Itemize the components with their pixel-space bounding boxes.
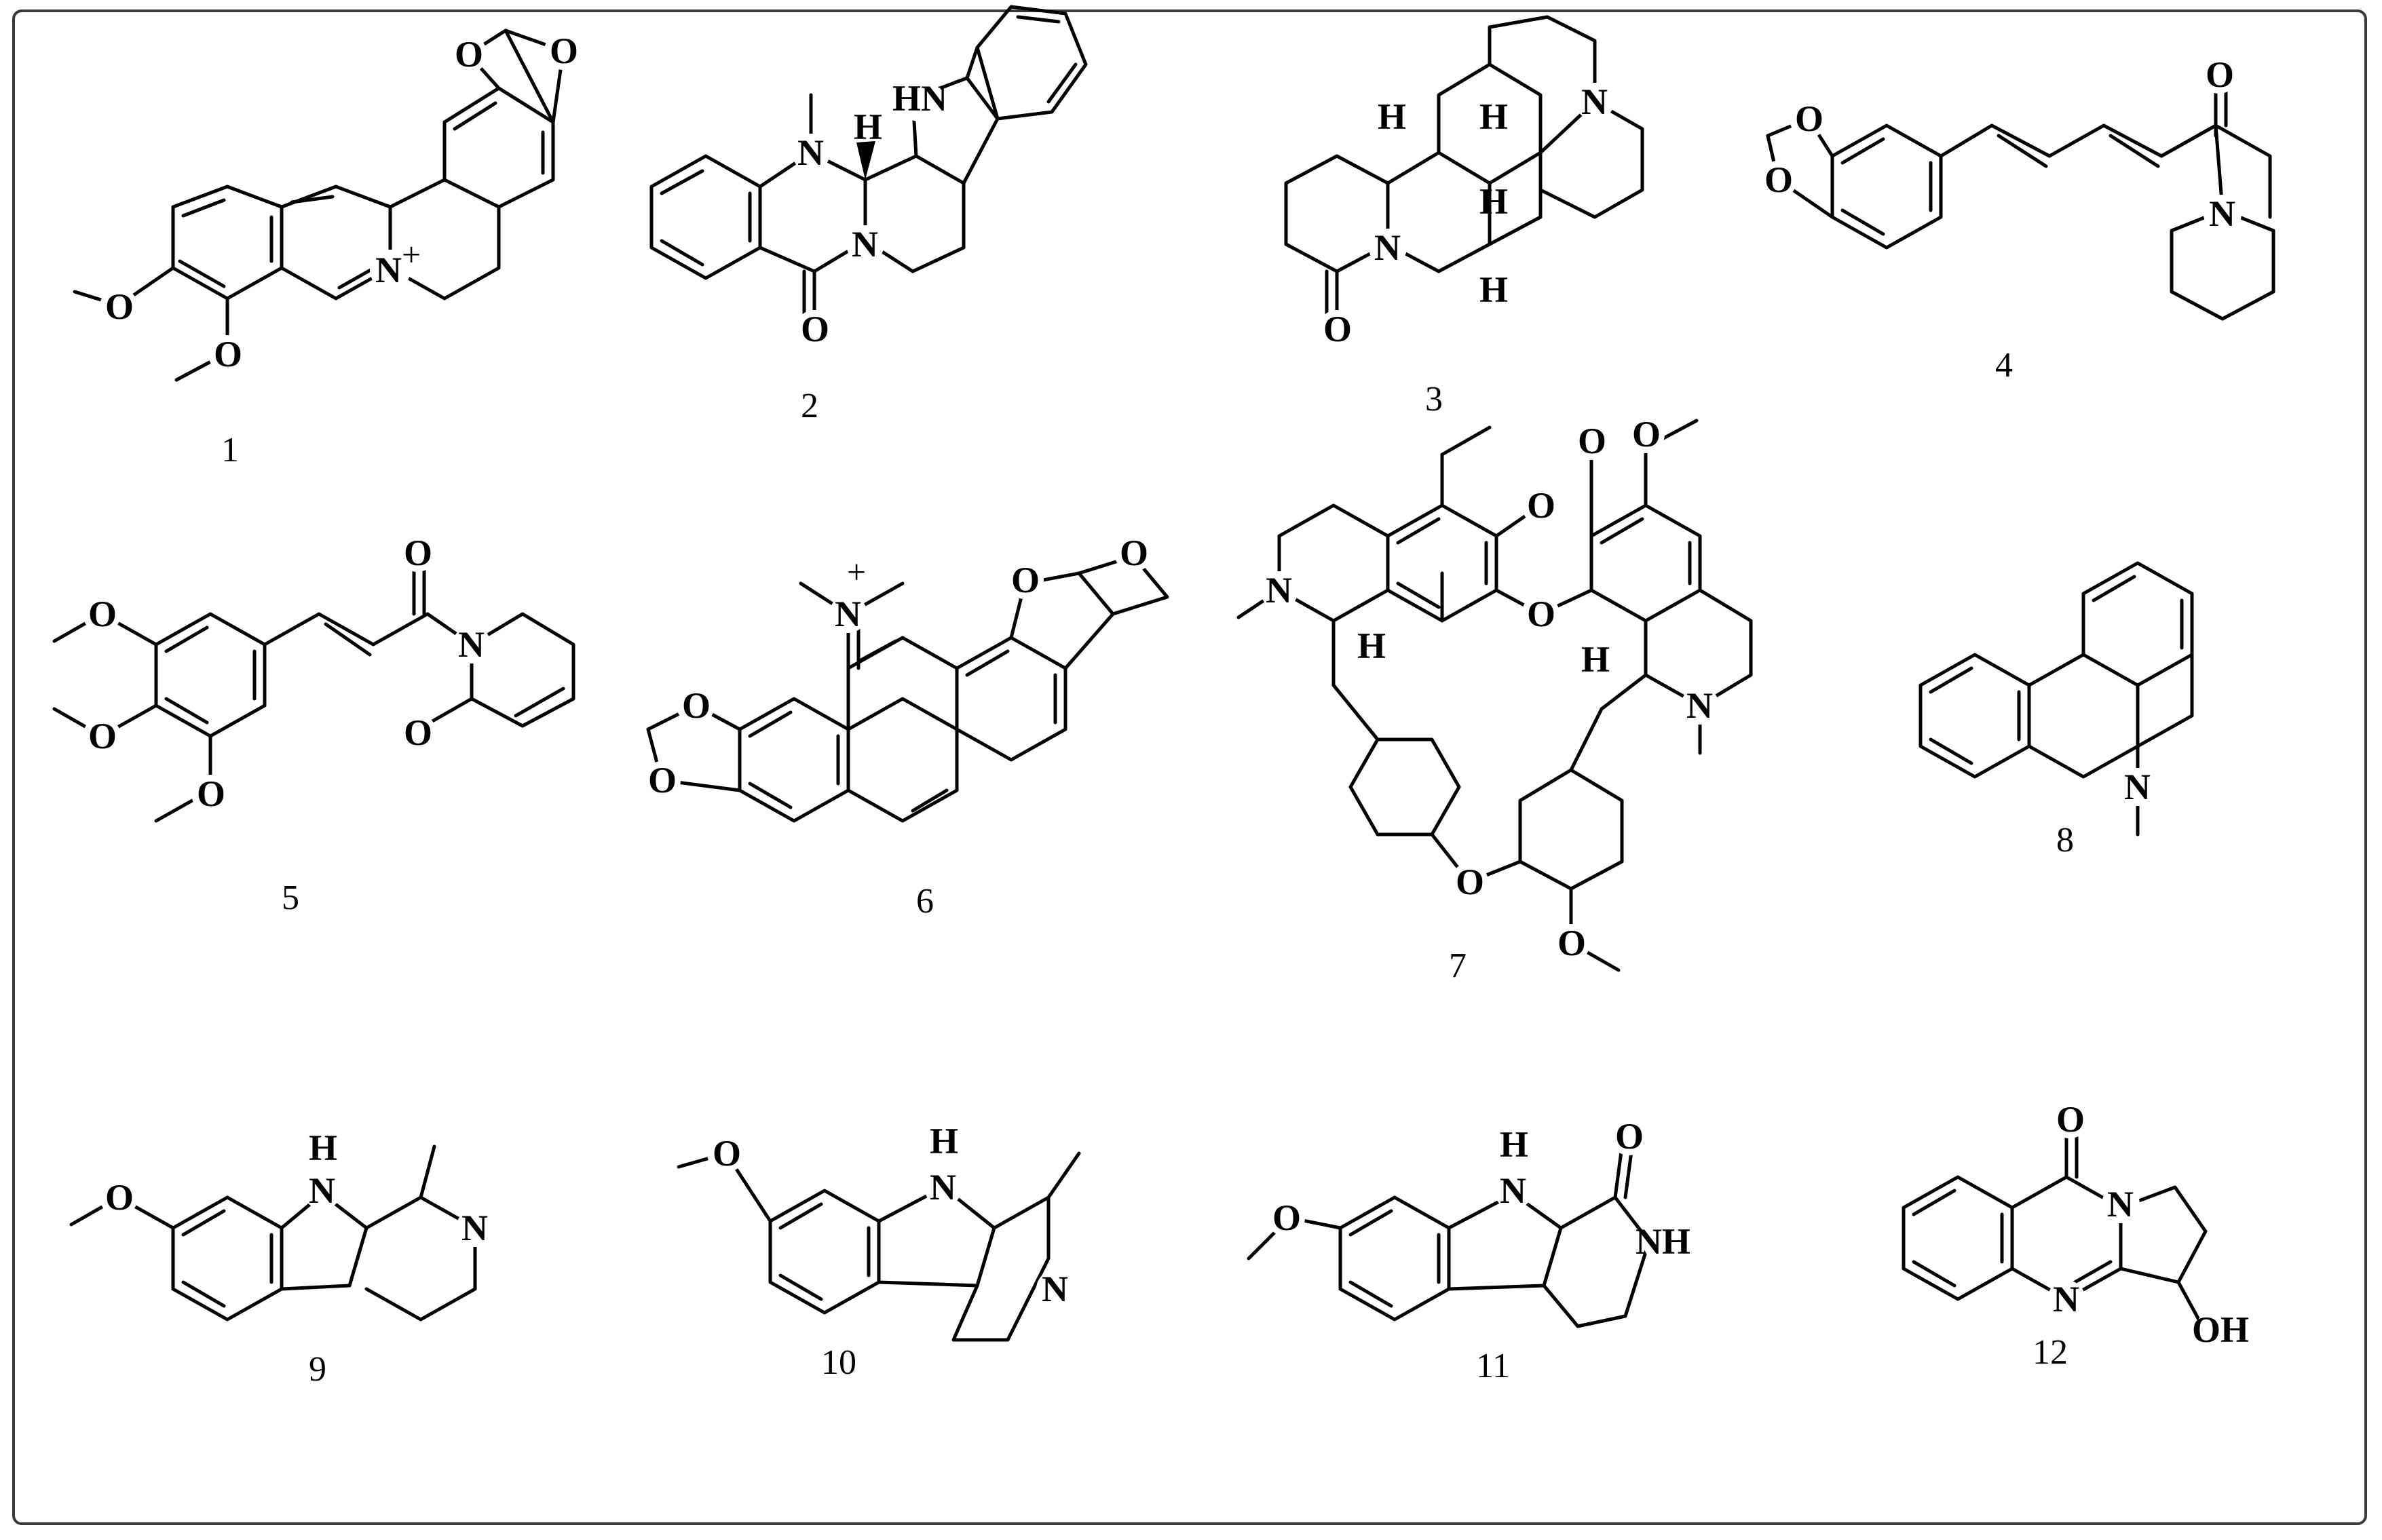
atom-o: O bbox=[1795, 98, 1823, 139]
atom-n: N bbox=[1042, 1269, 1068, 1309]
compound-7-structure: N N O O O O O O H H 7 bbox=[1236, 414, 1753, 985]
atom-o: O bbox=[1120, 533, 1148, 573]
atom-o: O bbox=[1272, 1197, 1301, 1238]
atom-h: H bbox=[1500, 1124, 1528, 1165]
atom-h: H bbox=[1357, 625, 1386, 666]
charge-plus: + bbox=[847, 553, 866, 591]
atom-o: O bbox=[105, 1177, 134, 1218]
atom-h: H bbox=[309, 1128, 337, 1168]
compound-9-structure: N H N O 9 bbox=[69, 1128, 494, 1389]
compound-number: 6 bbox=[916, 882, 934, 921]
atom-o: O bbox=[1557, 923, 1586, 963]
atom-n: N bbox=[797, 132, 824, 173]
atom-n: N bbox=[852, 224, 878, 265]
atom-o: O bbox=[713, 1133, 741, 1174]
compound-number: 5 bbox=[282, 879, 299, 917]
atom-o: O bbox=[801, 309, 829, 349]
atom-n: N bbox=[1686, 685, 1713, 726]
compound-4-structure: O O O N 4 bbox=[1759, 54, 2275, 385]
compound-number: 4 bbox=[1995, 346, 2013, 385]
atom-o: O bbox=[550, 31, 578, 71]
atom-n: N bbox=[2053, 1279, 2079, 1320]
compound-number: 3 bbox=[1425, 380, 1443, 419]
atom-o: O bbox=[455, 34, 483, 75]
compound-number: 1 bbox=[221, 431, 239, 469]
atom-o: O bbox=[1632, 414, 1661, 455]
compound-number: 7 bbox=[1449, 946, 1467, 985]
compound-number: 12 bbox=[2033, 1333, 2068, 1372]
compound-number: 10 bbox=[821, 1343, 856, 1382]
atom-h: H bbox=[1479, 96, 1508, 137]
compound-11-structure: N H NH O O 11 bbox=[1247, 1116, 1690, 1385]
atom-n: N bbox=[835, 594, 861, 634]
atom-n: N bbox=[1500, 1170, 1526, 1211]
atom-hn: HN bbox=[892, 78, 947, 119]
atom-n: N bbox=[2124, 767, 2151, 807]
compound-number: 11 bbox=[1476, 1347, 1510, 1385]
compound-10-structure: N H N O 10 bbox=[677, 1121, 1081, 1382]
compound-2-structure: N N O H HN 2 bbox=[649, 5, 1088, 425]
atom-o: O bbox=[2206, 54, 2234, 95]
atom-o: O bbox=[1527, 485, 1555, 526]
atom-n: N bbox=[458, 624, 485, 665]
atom-n: N bbox=[930, 1167, 956, 1208]
atom-o: O bbox=[88, 594, 117, 634]
atom-o: O bbox=[404, 533, 432, 573]
atom-o: O bbox=[1456, 862, 1484, 902]
charge-plus: + bbox=[402, 235, 421, 273]
atom-n: N bbox=[461, 1208, 488, 1248]
atom-n: N bbox=[375, 250, 402, 290]
atom-o: O bbox=[404, 712, 432, 753]
compound-8-structure: N 8 bbox=[1918, 561, 2194, 860]
atom-h: H bbox=[1378, 96, 1406, 137]
compound-3-structure: N N O H H H H 3 bbox=[1284, 15, 1644, 419]
compound-number: 8 bbox=[2056, 821, 2074, 860]
atom-o: O bbox=[105, 286, 134, 327]
atom-n: N bbox=[2107, 1184, 2134, 1225]
atom-o: O bbox=[1578, 421, 1606, 461]
compound-number: 9 bbox=[309, 1350, 326, 1389]
atom-nh: NH bbox=[1636, 1221, 1690, 1262]
compound-6-structure: O O O O N + 6 bbox=[643, 533, 1169, 921]
atom-o: O bbox=[1527, 594, 1555, 634]
atom-o: O bbox=[1011, 560, 1040, 600]
atom-o: O bbox=[1764, 159, 1793, 200]
compound-number: 2 bbox=[801, 387, 818, 425]
atom-n: N bbox=[1374, 227, 1401, 268]
compound-12-structure: N N O OH 12 bbox=[1902, 1099, 2249, 1372]
atom-o: O bbox=[648, 760, 677, 801]
atom-n: N bbox=[1266, 570, 1292, 611]
atom-o: O bbox=[682, 685, 711, 726]
atom-n: N bbox=[309, 1170, 335, 1211]
atom-o: O bbox=[2056, 1099, 2085, 1140]
atom-o: O bbox=[88, 716, 117, 756]
compound-5-structure: O O O O N O 5 bbox=[52, 533, 575, 917]
atom-h: H bbox=[1479, 181, 1508, 222]
atom-oh: OH bbox=[2192, 1309, 2249, 1350]
atom-o: O bbox=[214, 334, 242, 374]
atom-h: H bbox=[1581, 639, 1610, 680]
atom-h: H bbox=[930, 1121, 958, 1161]
atom-n: N bbox=[2209, 193, 2235, 234]
compound-1-structure: N + O O O O 1 bbox=[73, 28, 582, 469]
atom-o: O bbox=[1323, 309, 1352, 349]
atom-h: H bbox=[854, 107, 882, 147]
atom-n: N bbox=[1581, 81, 1608, 122]
atom-o: O bbox=[197, 773, 225, 814]
atom-h: H bbox=[1479, 269, 1508, 310]
atom-o: O bbox=[1615, 1116, 1644, 1157]
